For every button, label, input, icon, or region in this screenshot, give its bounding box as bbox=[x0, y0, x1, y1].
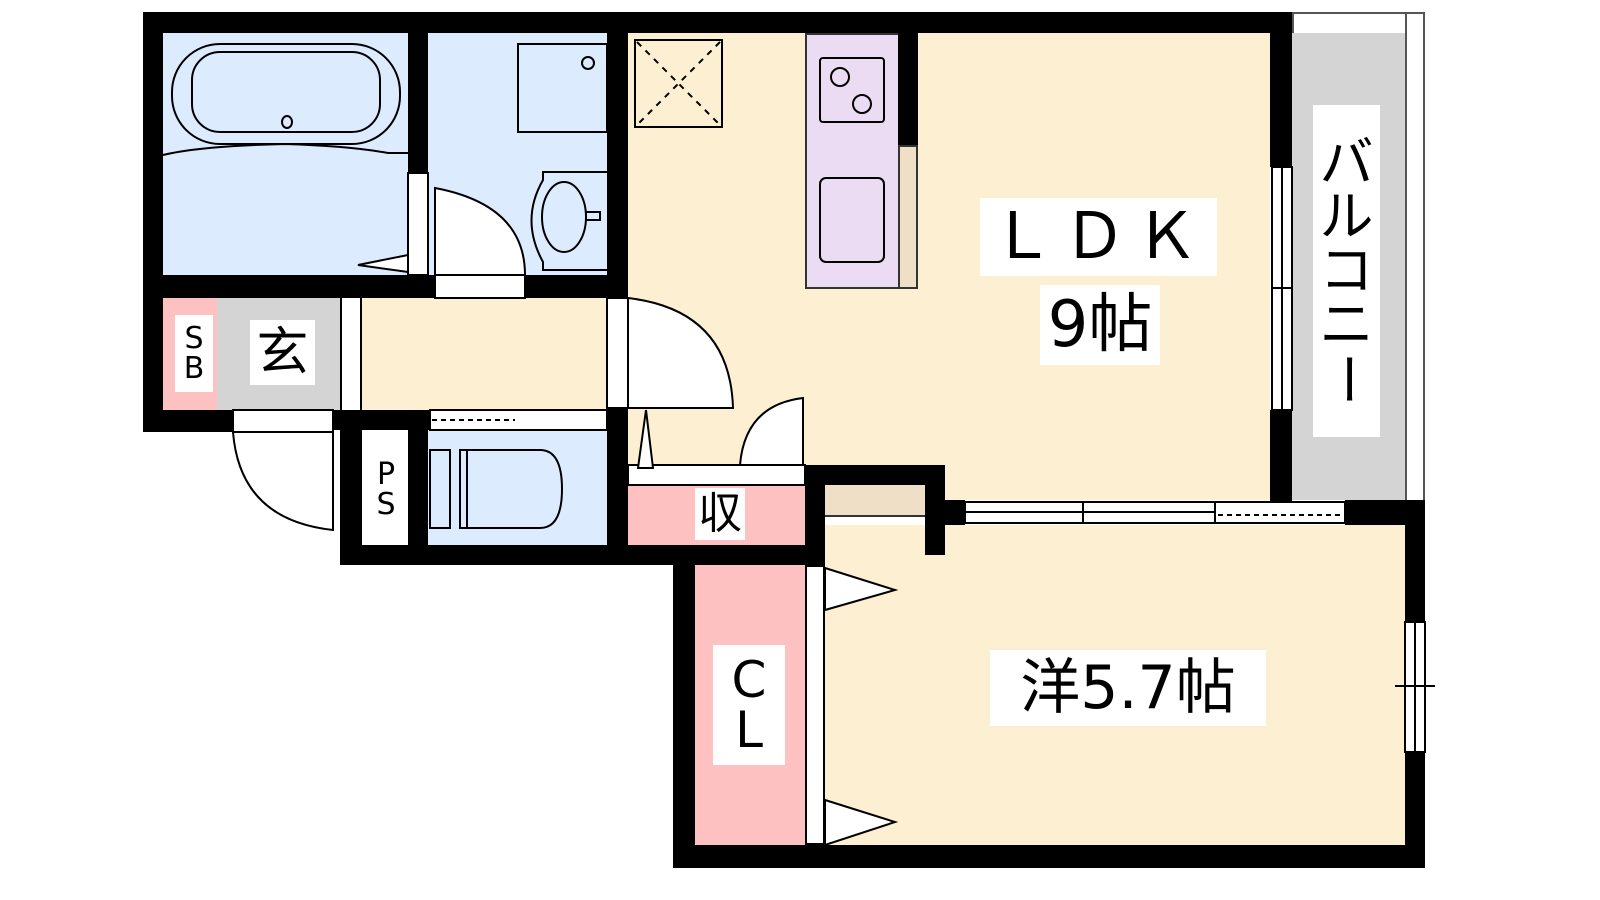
shoe-box-char: B bbox=[183, 350, 205, 386]
sink-icon bbox=[819, 177, 885, 263]
entrance-step bbox=[340, 298, 362, 410]
ldk-size-label: 9帖 bbox=[1040, 285, 1160, 365]
closet-sliding-door bbox=[805, 565, 825, 845]
ldk-label: ＬＤＫ bbox=[980, 198, 1217, 276]
wall bbox=[673, 845, 1425, 868]
pipe-space-char: P bbox=[376, 457, 396, 492]
wall bbox=[143, 410, 233, 432]
shoe-box-label: S B bbox=[175, 315, 213, 392]
wall bbox=[1405, 752, 1425, 868]
balcony-char: ー bbox=[1315, 352, 1379, 406]
door-icons bbox=[231, 166, 1435, 847]
toilet-icon bbox=[429, 449, 564, 529]
washbasin-icon bbox=[517, 43, 608, 271]
wall bbox=[607, 33, 628, 298]
balcony-char: コ bbox=[1319, 239, 1374, 302]
ldk-step bbox=[825, 485, 925, 517]
hallway bbox=[362, 298, 607, 410]
balcony-label: バ ル コ ニ ー bbox=[1313, 105, 1380, 437]
balcony-char: ニ bbox=[1319, 293, 1374, 356]
closet-label: C L bbox=[713, 645, 785, 765]
wall bbox=[143, 12, 163, 432]
stove-icon bbox=[819, 57, 885, 123]
closet-char: L bbox=[735, 701, 763, 759]
pipe-space-char: S bbox=[376, 487, 396, 522]
storage-label: 収 bbox=[695, 488, 745, 540]
wall bbox=[925, 465, 945, 555]
balcony-char: ル bbox=[1319, 185, 1374, 248]
balcony-char: バ bbox=[1319, 131, 1374, 194]
wall bbox=[143, 12, 1292, 33]
wall bbox=[1405, 500, 1425, 622]
wall bbox=[673, 565, 695, 868]
wall bbox=[408, 33, 428, 173]
wall bbox=[805, 465, 945, 485]
bathtub-icon bbox=[162, 43, 408, 156]
wall bbox=[1270, 410, 1292, 502]
wall bbox=[340, 410, 362, 565]
entrance-label: 玄 bbox=[250, 320, 315, 385]
wall bbox=[408, 430, 428, 550]
closet-char: C bbox=[731, 651, 767, 709]
wall bbox=[945, 500, 965, 525]
wall bbox=[607, 408, 628, 565]
wall bbox=[898, 33, 918, 145]
wall bbox=[143, 275, 435, 298]
shoe-box-char: S bbox=[184, 320, 204, 356]
refrigerator-space-icon bbox=[634, 39, 723, 128]
wall bbox=[805, 465, 825, 565]
pipe-space-label: P S bbox=[364, 450, 408, 530]
kitchen-side-strip bbox=[898, 145, 918, 289]
wall bbox=[340, 545, 825, 565]
western-room-label: 洋5.7帖 bbox=[990, 650, 1266, 726]
wall bbox=[525, 275, 628, 298]
wall bbox=[1270, 12, 1292, 167]
bathroom bbox=[163, 33, 408, 275]
